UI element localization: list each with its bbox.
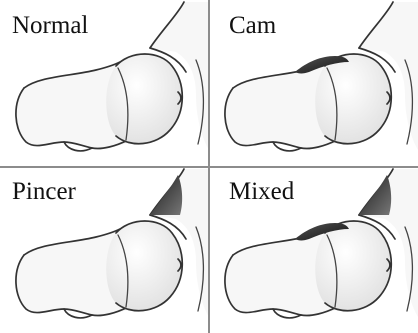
panel-label-pincer: Pincer [12, 178, 77, 205]
pincer-lesion [150, 175, 182, 215]
pincer-lesion [359, 175, 391, 215]
panel-label-cam: Cam [229, 12, 277, 39]
panel-label-normal: Normal [12, 12, 88, 39]
panel-label-mixed: Mixed [229, 178, 295, 205]
